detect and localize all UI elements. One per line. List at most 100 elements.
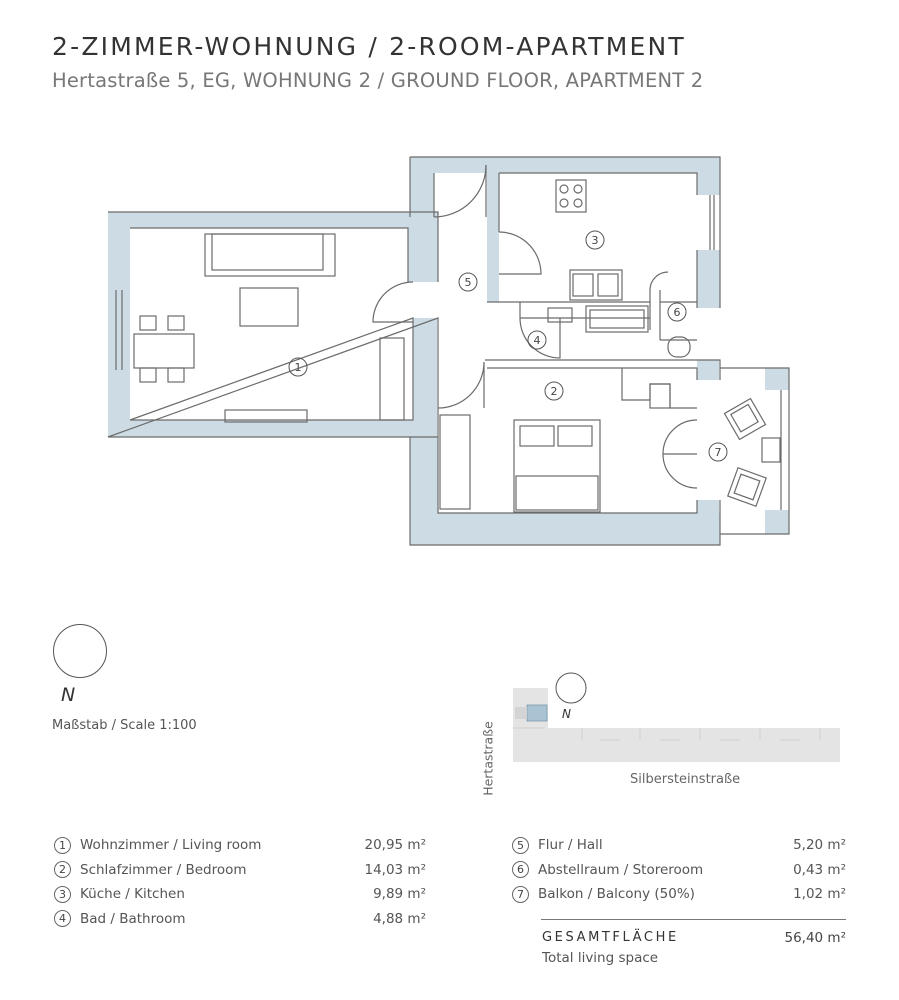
wall-outline [409, 156, 721, 308]
legend-room-name: Wohnzimmer / Living room [80, 837, 262, 854]
wall [408, 212, 438, 282]
legend-row: 1 Wohnzimmer / Living room 20,95 m² [54, 833, 426, 858]
bed [513, 419, 601, 513]
wall [108, 290, 122, 370]
wall [108, 420, 413, 437]
wall [765, 510, 789, 534]
building-edge [515, 707, 527, 719]
compass-circle [53, 624, 107, 678]
room-label-circle [527, 330, 547, 350]
room-legend-left: 1 Wohnzimmer / Living room 20,95 m² 2 Sc… [54, 833, 426, 931]
wall-outline [107, 211, 439, 438]
wall-outline [409, 359, 721, 546]
pillow [557, 425, 593, 447]
door [433, 164, 487, 218]
compass-north-letter: N [61, 684, 76, 706]
legend-room-area: 14,03 m² [364, 861, 426, 878]
door [649, 271, 669, 291]
wall [410, 157, 434, 217]
door [662, 453, 698, 489]
room-label-2: 2 [551, 385, 558, 398]
total-divider [541, 919, 846, 920]
legend-number: 1 [54, 836, 71, 854]
legend-row: 7 Balkon / Balcony (50%) 1,02 m² [512, 882, 846, 907]
room-label-circle [585, 230, 605, 250]
location-north-letter: N [562, 707, 571, 721]
bedside-table [649, 383, 671, 409]
legend-room-name: Schlafzimmer / Bedroom [80, 861, 247, 878]
dining-table [133, 333, 195, 369]
balcony-chair [727, 467, 767, 507]
page-subtitle: Hertastraße 5, EG, WOHNUNG 2 / GROUND FL… [52, 69, 704, 92]
balcony-table [761, 437, 781, 463]
legend-room-name: Flur / Hall [538, 837, 603, 854]
wall-outline [659, 290, 697, 341]
legend-room-name: Abstellraum / Storeroom [538, 861, 704, 878]
street-label-vertical: Hertastraße [480, 721, 496, 796]
room-label-7: 7 [715, 446, 722, 459]
wall [697, 250, 720, 308]
room-label-circle [288, 357, 308, 377]
burner [559, 184, 569, 194]
door [372, 281, 414, 323]
legend-room-name: Küche / Kitchen [80, 886, 185, 903]
legend-row: 6 Abstellraum / Storeroom 0,43 m² [512, 858, 846, 883]
wall [765, 368, 789, 390]
chair [167, 315, 185, 331]
table [239, 287, 299, 327]
legend-room-area: 20,95 m² [364, 837, 426, 854]
bathtub [585, 305, 649, 333]
room-label-1: 1 [295, 361, 302, 374]
room-label-6: 6 [674, 306, 681, 319]
room-legend-right: 5 Flur / Hall 5,20 m² 6 Abstellraum / St… [512, 833, 846, 907]
door [498, 231, 542, 275]
legend-room-area: 5,20 m² [793, 837, 846, 854]
legend-room-area: 0,43 m² [793, 861, 846, 878]
building-block [513, 688, 840, 762]
legend-number: 6 [512, 861, 529, 879]
legend-room-name: Balkon / Balcony (50%) [538, 886, 695, 903]
wall-outline [437, 367, 698, 514]
wall-fills [108, 157, 789, 545]
wall-outline [519, 302, 651, 330]
wardrobe [439, 414, 471, 510]
shelf [379, 337, 405, 421]
wall-outline [129, 227, 414, 421]
wall [697, 157, 720, 195]
bathtub [589, 309, 645, 329]
toilet [667, 336, 691, 358]
bedside [621, 368, 697, 409]
room-label-4: 4 [534, 334, 541, 347]
apartment-highlight [526, 704, 548, 722]
chair [139, 315, 157, 331]
sideboard [224, 409, 308, 423]
wall-outline [433, 172, 698, 308]
legend-row: 2 Schlafzimmer / Bedroom 14,03 m² [54, 858, 426, 883]
total-sublabel: Total living space [542, 950, 659, 966]
legend-number: 7 [512, 885, 529, 903]
legend-row: 4 Bad / Bathroom 4,88 m² [54, 907, 426, 932]
burner [573, 198, 583, 208]
room-label-5: 5 [465, 276, 472, 289]
stove [555, 179, 587, 213]
burner [559, 198, 569, 208]
legend-number: 4 [54, 910, 71, 928]
room-labels: 1 2 3 4 5 6 7 [288, 230, 728, 462]
legend-room-name: Bad / Bathroom [80, 910, 186, 927]
legend-number: 2 [54, 861, 71, 879]
legend-room-area: 9,89 m² [373, 886, 426, 903]
sofa [211, 233, 324, 271]
location-compass [555, 672, 587, 704]
balcony-chair [733, 473, 761, 501]
counter [569, 269, 623, 301]
wall [410, 513, 720, 545]
door [437, 361, 485, 409]
wall [413, 318, 437, 440]
legend-room-area: 4,88 m² [373, 910, 426, 927]
balcony-chair [723, 397, 767, 441]
sink [572, 273, 594, 297]
scale-label: Maßstab / Scale 1:100 [52, 718, 197, 733]
plan-lines [107, 156, 790, 546]
wall [108, 212, 438, 228]
